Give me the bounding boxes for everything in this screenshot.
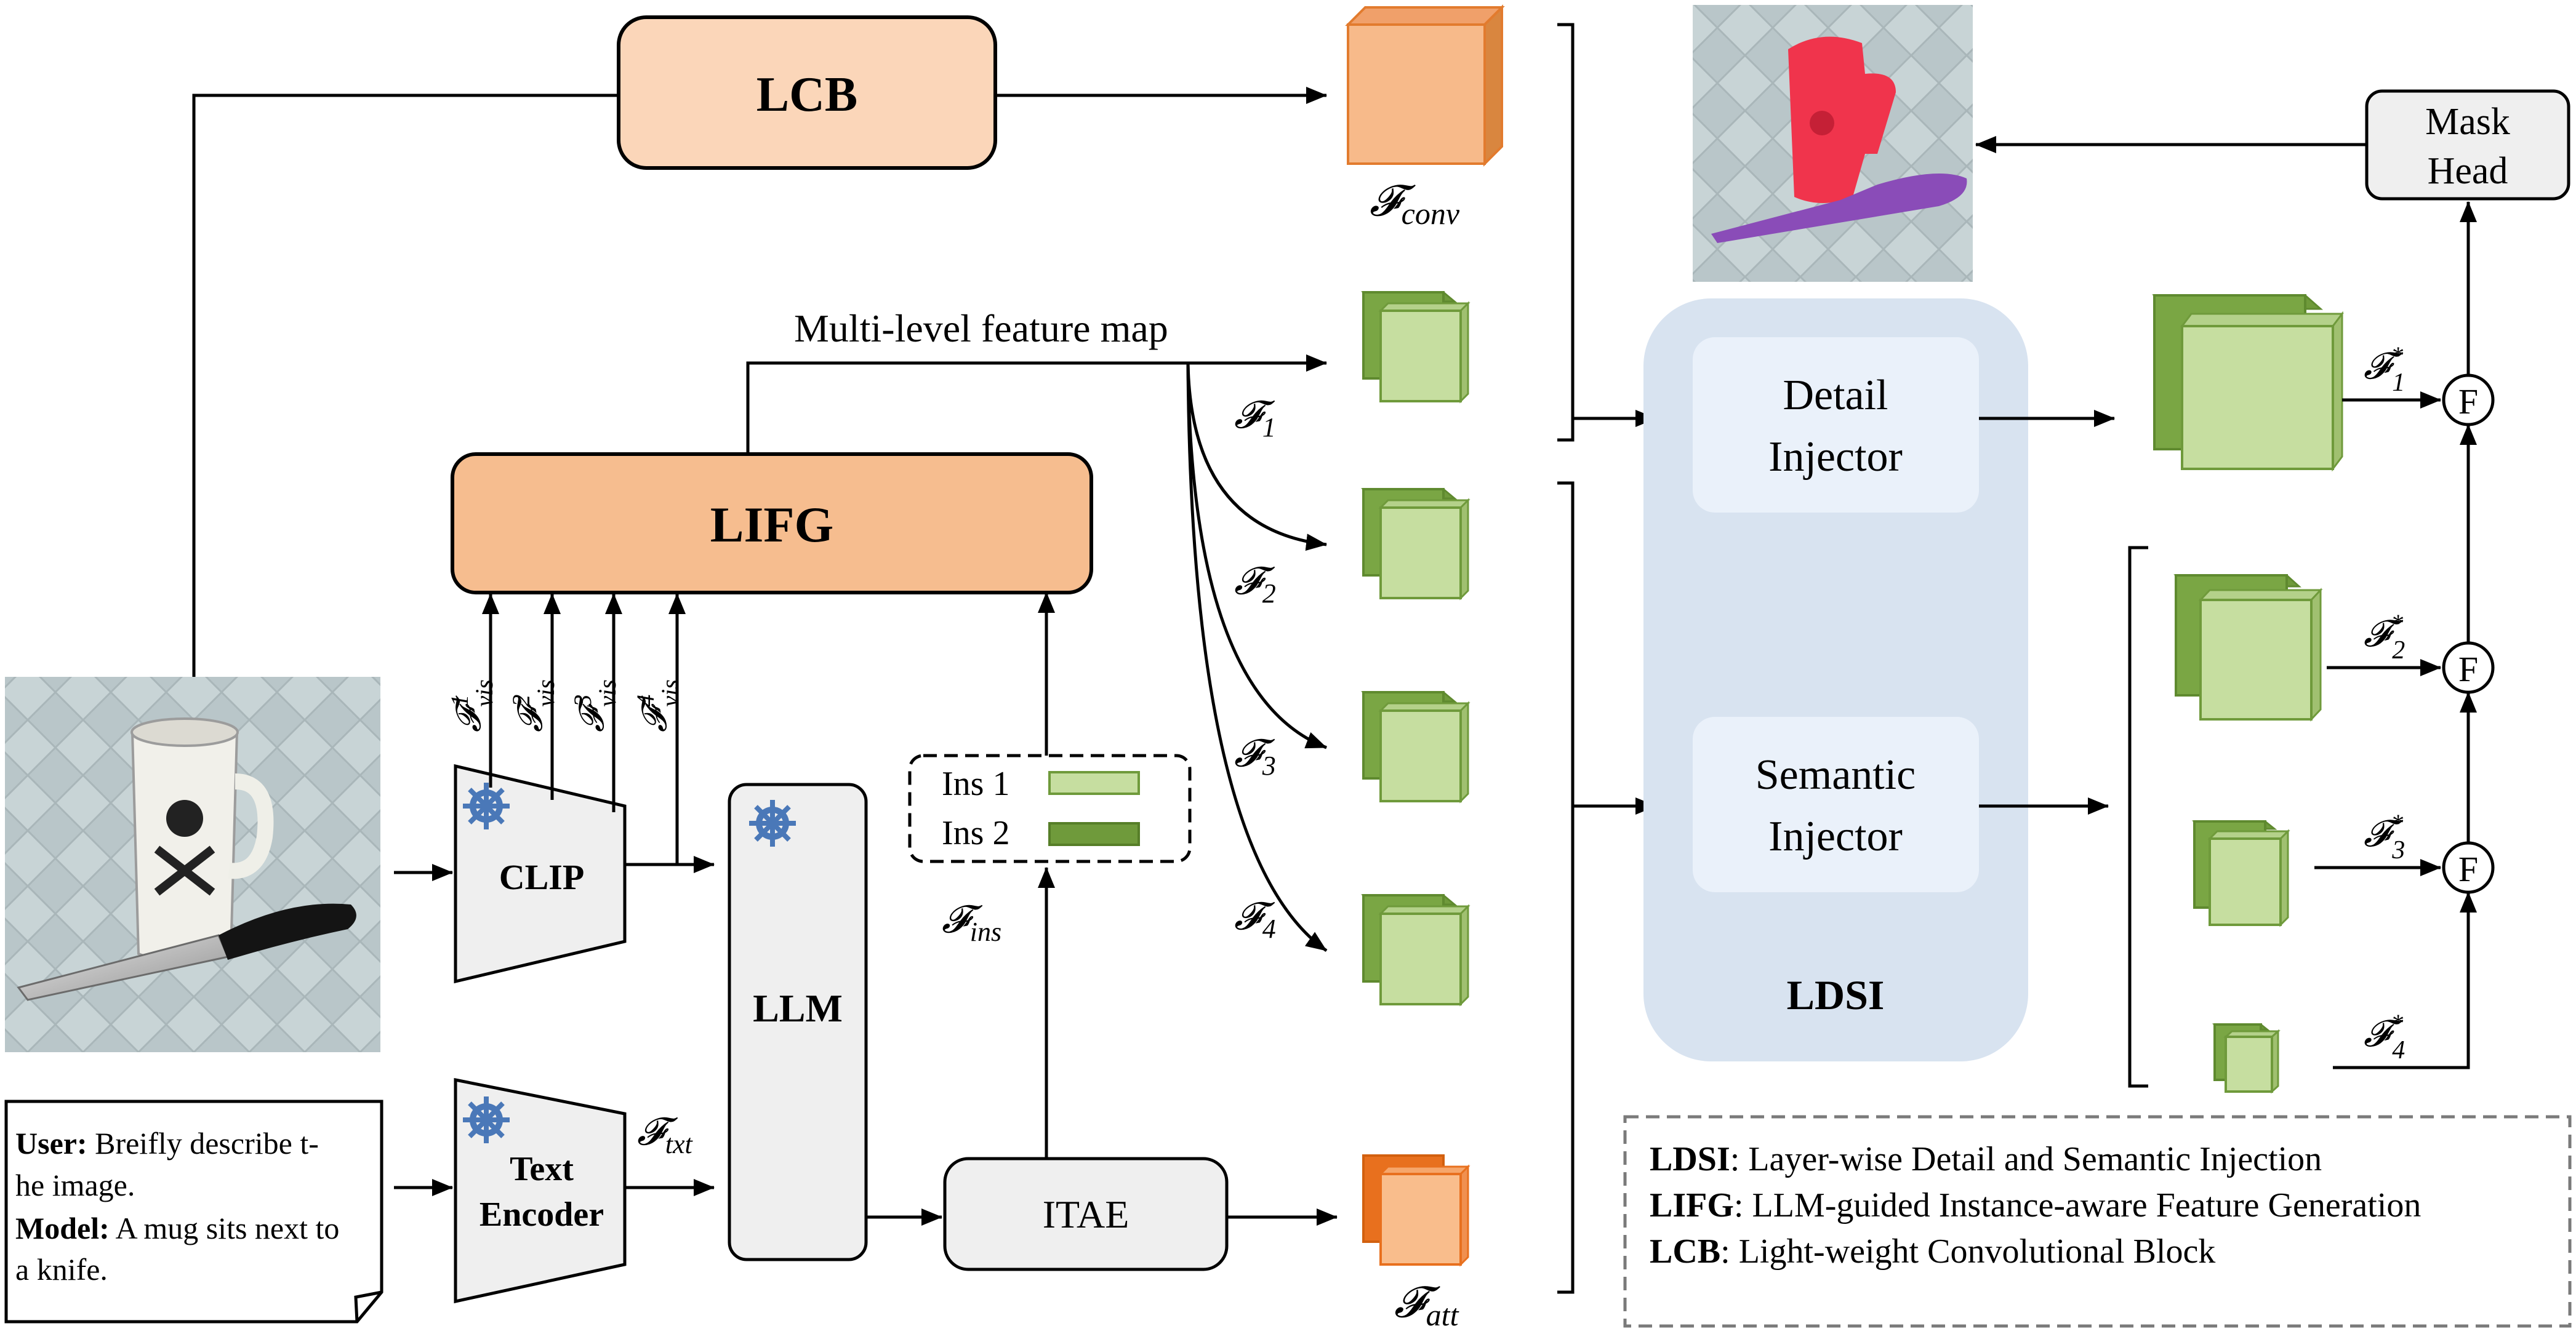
semantic-injector bbox=[1693, 717, 1979, 892]
svg-text:𝓕3: 𝓕3 bbox=[1234, 733, 1276, 781]
ins1-bar bbox=[1048, 771, 1140, 795]
mask-head-label-1: Mask bbox=[2425, 101, 2510, 143]
ins2-bar bbox=[1048, 822, 1140, 846]
legend-row-ldsi: LDSI: Layer-wise Detail and Semantic Inj… bbox=[1650, 1140, 2322, 1178]
svg-text:𝓕*1: 𝓕*1 bbox=[2364, 341, 2405, 397]
legend-row-lifg: LIFG: LLM-guided Instance-aware Feature … bbox=[1650, 1186, 2421, 1224]
dialog-box bbox=[4, 1100, 383, 1324]
svg-text:F: F bbox=[2458, 849, 2478, 889]
clip-label: CLIP bbox=[499, 857, 585, 897]
svg-text:a knife.: a knife. bbox=[15, 1252, 108, 1287]
vis-arrows bbox=[482, 593, 715, 873]
legend-box: LDSI: Layer-wise Detail and Semantic Inj… bbox=[1623, 1115, 2572, 1328]
frozen-icon bbox=[749, 800, 796, 847]
f-level-cubes bbox=[1360, 291, 1471, 1007]
svg-text:F: F bbox=[2458, 381, 2478, 421]
ins1-label: Ins 1 bbox=[942, 765, 1009, 803]
detail-injector-label-2: Injector bbox=[1768, 433, 1903, 481]
legend-row-lcb: LCB: Light-weight Convolutional Block bbox=[1650, 1232, 2215, 1271]
f-conv-label: 𝓕conv bbox=[1370, 178, 1460, 231]
fusion-chain bbox=[2314, 201, 2477, 1069]
text-encoder-label-2: Encoder bbox=[479, 1196, 604, 1234]
f-star-labels: 𝓕*1 𝓕*2 𝓕*3 𝓕*4 bbox=[2364, 341, 2405, 1064]
braces bbox=[1557, 23, 2148, 1294]
detail-injector-label-1: Detail bbox=[1783, 372, 1888, 419]
frozen-icon bbox=[463, 1096, 510, 1143]
f-txt-label: 𝓕txt bbox=[637, 1111, 694, 1159]
svg-text:User: Breifly describe t-: User: Breifly describe t- bbox=[15, 1126, 319, 1160]
output-image bbox=[1693, 5, 1973, 282]
svg-text:F: F bbox=[2458, 649, 2478, 689]
text-encoder-label-1: Text bbox=[510, 1150, 574, 1188]
clip-encoder: CLIP bbox=[454, 764, 627, 984]
ldsi-label: LDSI bbox=[1787, 972, 1885, 1018]
mask-head-label-2: Head bbox=[2428, 150, 2508, 192]
frozen-icon bbox=[463, 783, 510, 829]
svg-text:Model: A mug sits next to: Model: A mug sits next to bbox=[15, 1211, 339, 1245]
lcb-label: LCB bbox=[756, 68, 858, 122]
vis-labels: 𝓕1vis 𝓕2vis 𝓕3vis 𝓕4vis bbox=[446, 679, 684, 732]
svg-text:𝓕4: 𝓕4 bbox=[1234, 896, 1276, 944]
lifg-label: LIFG bbox=[710, 497, 833, 553]
itae-label: ITAE bbox=[1043, 1192, 1130, 1236]
svg-text:𝓕*4: 𝓕*4 bbox=[2364, 1009, 2405, 1064]
svg-text:𝓕1: 𝓕1 bbox=[1234, 394, 1276, 442]
f-att-label: 𝓕att bbox=[1394, 1279, 1459, 1332]
lcb-branch: LCB bbox=[192, 15, 1327, 677]
itae-block bbox=[943, 1157, 1229, 1271]
svg-text:𝓕1vis: 𝓕1vis bbox=[446, 679, 498, 732]
input-image bbox=[5, 677, 380, 1052]
instance-box: Ins 1 Ins 2 bbox=[908, 754, 1192, 863]
f-ins-label: 𝓕ins bbox=[942, 899, 1001, 947]
detail-injector bbox=[1693, 337, 1979, 513]
semantic-injector-label-2: Injector bbox=[1768, 813, 1903, 860]
dialog-text: User: Breifly describe t- he image. Mode… bbox=[15, 1126, 339, 1287]
semantic-injector-label-1: Semantic bbox=[1755, 751, 1916, 799]
ins2-label: Ins 2 bbox=[942, 814, 1009, 852]
f-att-cube bbox=[1362, 1154, 1471, 1267]
f-level-labels: 𝓕1 𝓕2 𝓕3 𝓕4 bbox=[1234, 394, 1276, 944]
svg-text:𝓕4vis: 𝓕4vis bbox=[632, 679, 684, 732]
svg-text:𝓕3vis: 𝓕3vis bbox=[569, 679, 621, 732]
svg-text:𝓕*2: 𝓕*2 bbox=[2364, 609, 2405, 665]
svg-text:𝓕2vis: 𝓕2vis bbox=[507, 679, 560, 732]
f-conv-cube bbox=[1345, 4, 1505, 167]
multi-level-label: Multi-level feature map bbox=[794, 306, 1168, 350]
svg-text:𝓕2: 𝓕2 bbox=[1234, 561, 1276, 609]
llm-block bbox=[728, 783, 868, 1261]
fused-cubes bbox=[2152, 294, 2344, 1094]
lifg-block bbox=[451, 452, 1093, 594]
fuse-nodes: F F F bbox=[2442, 373, 2495, 894]
svg-text:𝓕*3: 𝓕*3 bbox=[2364, 809, 2405, 865]
lcb-block bbox=[617, 15, 997, 170]
svg-text:he image.: he image. bbox=[15, 1168, 135, 1202]
text-encoder: Text Encoder bbox=[454, 1077, 627, 1304]
llm-label: LLM bbox=[753, 986, 843, 1030]
